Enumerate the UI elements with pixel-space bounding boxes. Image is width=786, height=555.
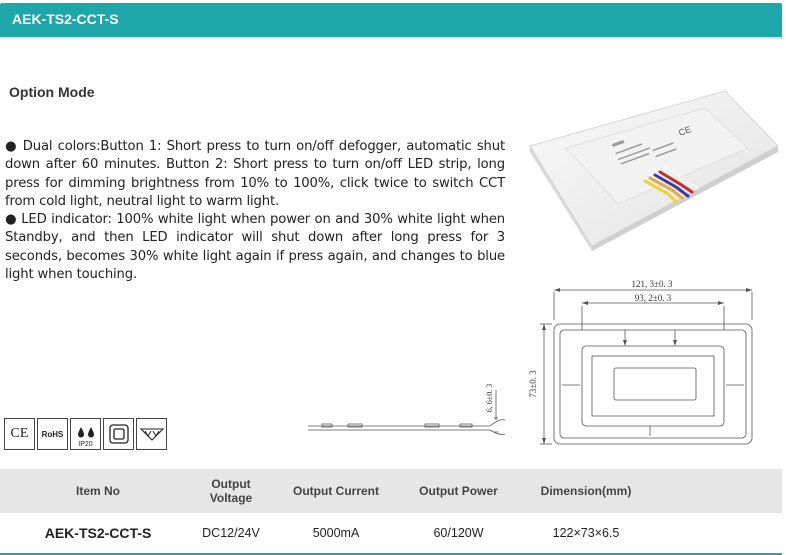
table-row: AEK-TS2-CCT-S DC12/24V 5000mA 60/120W 12… (0, 513, 782, 555)
product-photo: CE (529, 90, 779, 251)
description: ● Dual colors:Button 1: Short press to t… (5, 138, 505, 284)
title-divider (0, 37, 782, 39)
cell-item-no: AEK-TS2-CCT-S (44, 525, 152, 541)
inner-width-label: 93, 2±0. 3 (635, 293, 672, 303)
class-ii-icon (103, 418, 134, 450)
description-paragraph-1: ● Dual colors:Button 1: Short press to t… (5, 139, 505, 209)
cell-dimension: 122×73×6.5 (552, 526, 620, 540)
header-item-no: Item No (75, 484, 120, 498)
section-title: Option Mode (9, 84, 95, 100)
cell-output-voltage: DC12/24V (202, 526, 260, 540)
outer-width-label: 121, 3±0. 3 (632, 279, 673, 289)
table-header-row: Item No Output Voltage Output Current Ou… (0, 469, 782, 513)
header-output-power: Output Power (419, 484, 498, 498)
certification-icons: CE RoHS IP20 (4, 418, 167, 452)
spec-table: Item No Output Voltage Output Current Ou… (0, 469, 782, 555)
cell-output-current: 5000mA (312, 526, 360, 540)
height-label: 73±0. 3 (528, 370, 538, 398)
ip20-icon: IP20 (70, 418, 101, 450)
title-bar: AEK-TS2-CCT-S (0, 3, 782, 37)
header-output-voltage: Output Voltage (209, 477, 253, 505)
description-paragraph-2: ● LED indicator: 100% white light when p… (5, 212, 505, 283)
header-dimension: Dimension(mm) (540, 484, 632, 498)
header-output-current: Output Current (293, 484, 379, 498)
thickness-label: 6, 6±0. 3 (485, 384, 494, 412)
cell-output-power: 60/120W (433, 526, 484, 540)
rohs-icon: RoHS (37, 418, 68, 450)
svg-text:CE: CE (677, 124, 692, 138)
flame-rating-icon (136, 418, 167, 450)
ce-mark-icon: CE (4, 418, 35, 450)
page-title: AEK-TS2-CCT-S (12, 11, 119, 27)
dimension-drawing: 121, 3±0. 3 93, 2±0. 3 73±0. 3 6, 6±0. 3 (308, 279, 753, 445)
